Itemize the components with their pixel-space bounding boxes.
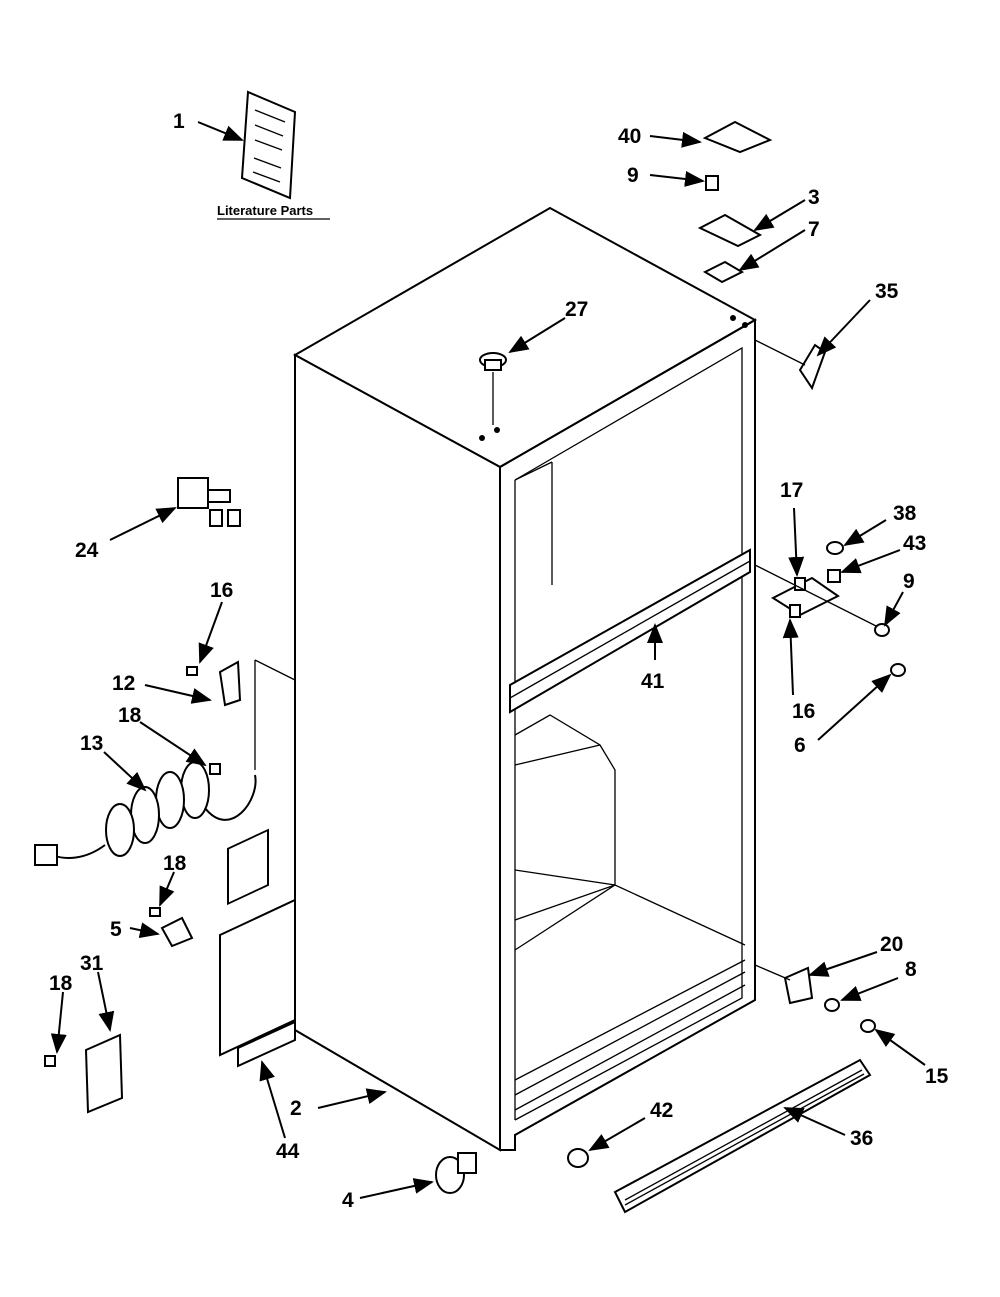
callout-7: 7: [808, 218, 820, 241]
shim-part: [702, 260, 745, 284]
callout-35: 35: [875, 280, 899, 303]
callout-17: 17: [780, 479, 803, 502]
callout-18-a: 18: [118, 704, 142, 727]
leader-lines: [50, 121, 926, 1199]
top-trim-part: [702, 120, 773, 154]
callout-36: 36: [850, 1127, 873, 1150]
callout-44: 44: [276, 1140, 300, 1163]
callout-8: 8: [905, 958, 917, 981]
water-valve-part: [177, 477, 241, 527]
hinge-part: [697, 213, 763, 248]
callout-42: 42: [650, 1099, 673, 1122]
access-cover-part: [84, 1033, 124, 1114]
literature-parts-label: Literature Parts: [217, 203, 313, 218]
callout-18-c: 18: [49, 972, 73, 995]
screw-part-6: [890, 663, 906, 677]
callout-5: 5: [110, 918, 122, 941]
callout-3: 3: [808, 186, 820, 209]
callout-9: 9: [627, 164, 639, 187]
screw-part-15: [860, 1019, 876, 1033]
screw-part-9b: [874, 623, 890, 637]
cabinet: [219, 206, 758, 1152]
clip-part: [160, 916, 194, 948]
spacer-part: [826, 541, 844, 555]
power-cord-part: [34, 761, 257, 866]
literature-booklet: [240, 90, 297, 200]
center-hinge-part: [754, 564, 881, 629]
callout-41: 41: [641, 670, 665, 693]
toe-grille-part: [613, 1058, 872, 1214]
callout-38: 38: [893, 502, 917, 525]
callout-18-b: 18: [163, 852, 187, 875]
callout-24: 24: [75, 539, 99, 562]
callout-27: 27: [565, 298, 588, 321]
callout-15: 15: [925, 1065, 949, 1088]
cord-clip-part: [218, 660, 242, 707]
callout-2: 2: [290, 1097, 302, 1120]
callout-13: 13: [80, 732, 103, 755]
callout-1: 1: [173, 110, 185, 133]
callout-43: 43: [903, 532, 926, 555]
callout-16-top: 16: [210, 579, 233, 602]
bracket-part: [783, 966, 814, 1005]
callout-20: 20: [880, 933, 903, 956]
washer-part: [824, 998, 840, 1012]
callout-4: 4: [342, 1189, 354, 1212]
screw-part: [705, 175, 719, 191]
callout-40: 40: [618, 125, 641, 148]
callout-16-right: 16: [792, 700, 815, 723]
callout-6: 6: [794, 734, 806, 757]
bushing-part: [827, 569, 841, 583]
callout-31: 31: [80, 952, 104, 975]
leveling-screw-part: [567, 1148, 589, 1168]
roller-part: [435, 1152, 477, 1194]
callout-12: 12: [112, 672, 135, 695]
callout-9-right: 9: [903, 570, 915, 593]
